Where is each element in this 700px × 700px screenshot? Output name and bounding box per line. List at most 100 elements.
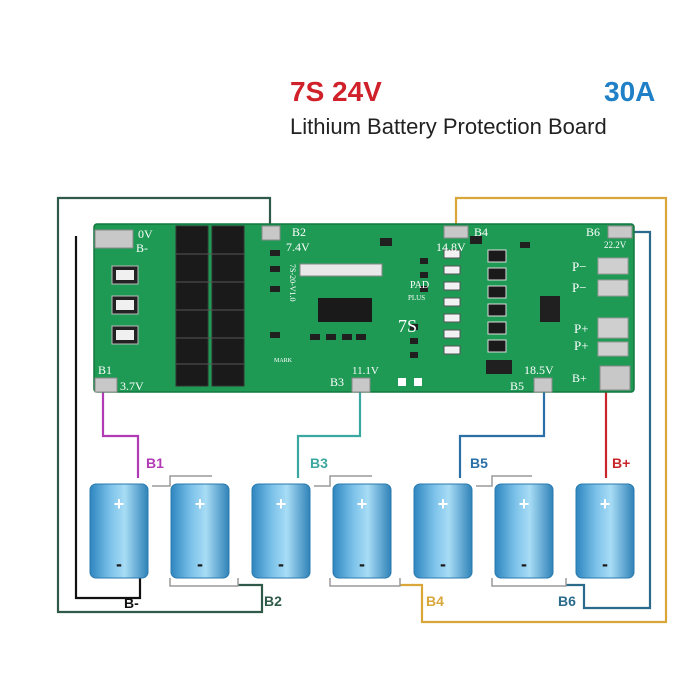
battery-cell-body [170,483,230,579]
wire-label-b5: B5 [470,455,488,471]
pad-b4 [443,225,469,239]
battery-cells: +-+-+-+-+-+-+- [89,483,635,579]
pad-b5-label: B5 [510,379,524,393]
mosfet-dividers [176,253,244,365]
pad-b2 [261,225,281,241]
cell-minus-sign: - [197,554,203,574]
cell-plus-sign: + [276,494,287,514]
wire-label-b3: B3 [310,455,328,471]
pad-b-plus-label: B+ [572,371,587,385]
cell-plus-sign: + [519,494,530,514]
title-model: 7S 24V [290,76,382,107]
battery-cell-body [251,483,311,579]
pad-b6 [607,225,633,239]
pad-b-plus [599,365,631,391]
header-connector [299,263,383,277]
wires [56,196,668,624]
wire-label-b6: B6 [558,593,576,609]
battery-cell: +- [251,483,311,579]
output-p-plus-1: P+ [574,321,589,336]
pad-b2-voltage: 7.4V [286,240,310,254]
battery-cell-body [89,483,149,579]
cell-link [169,578,239,587]
pad-b4-voltage: 14.8V [436,240,466,254]
pad-b2-label: B2 [292,225,306,239]
pad-b1-label: B1 [98,363,112,377]
cell-link [152,475,212,487]
battery-cell-body [332,483,392,579]
battery-cell: +- [170,483,230,579]
marking-pad: PAD [410,280,429,291]
pad-b-minus [94,229,134,249]
marking-plus: PLUS [408,294,425,302]
wire-b2 [56,196,272,614]
protection-board: 0V B- B1 3.7V B2 7.4V B3 11.1V B4 14.8V … [93,223,635,393]
output-p-minus-1: P− [572,259,587,274]
cell-plus-sign: + [438,494,449,514]
battery-cell: +- [575,483,635,579]
battery-cell: +- [413,483,473,579]
cell-minus-sign: - [278,554,284,574]
cell-minus-sign: - [359,554,365,574]
output-p-minus-2: P− [572,280,587,295]
wire-b1 [101,390,140,478]
cell-minus-sign: - [521,554,527,574]
wire-b4 [400,196,668,624]
mosfet-array [175,225,245,387]
wire-label-b-minus: B- [124,595,139,611]
cell-link [476,475,532,487]
pad-p-plus-2 [597,341,629,357]
cell-plus-sign: + [357,494,368,514]
smd-components [270,236,560,374]
balance-resistors [443,249,507,355]
pad-b6-label: B6 [586,225,600,239]
pad-b4-label: B4 [474,225,488,239]
shunt-resistors [111,265,139,345]
wire-b3 [296,392,362,478]
mount-hole [398,378,406,386]
cell-minus-sign: - [116,554,122,574]
pad-b3-voltage: 11.1V [352,365,379,377]
wire-b6 [566,230,652,610]
pad-b1-voltage: 3.7V [120,379,144,393]
cell-plus-sign: + [195,494,206,514]
title-current: 30A [604,76,656,107]
pad-p-minus-1 [597,257,629,275]
protection-ic [318,298,372,322]
wire-b-minus [74,236,142,600]
wire-label-b4: B4 [426,593,444,609]
pad-p-minus-2 [597,279,629,297]
wire-label-b-plus: B+ [612,455,630,471]
wire-label-b2: B2 [264,593,282,609]
wire-b5 [458,392,546,478]
cell-link [314,475,372,487]
pad-b3-label: B3 [330,375,344,389]
cell-minus-sign: - [602,554,608,574]
pad-p-plus-1 [597,317,629,339]
pad-b-minus-label: B- [136,241,148,255]
marking-cells: 7S [398,316,417,336]
cell-link [329,578,401,587]
title-subtitle: Lithium Battery Protection Board [290,114,607,139]
wire-label-b1: B1 [146,455,164,471]
pad-b6-voltage: 22.2V [604,240,627,250]
cell-plus-sign: + [114,494,125,514]
pad-b3 [351,377,371,393]
battery-cell: +- [89,483,149,579]
pad-b-minus-voltage: 0V [138,227,153,241]
marking-mark: MARK [274,358,293,364]
cell-link [491,578,567,587]
battery-cell-body [494,483,554,579]
output-p-plus-2: P+ [574,338,589,353]
pad-b5 [533,377,553,393]
cell-plus-sign: + [600,494,611,514]
battery-cell-body [575,483,635,579]
marking-version: 7S-20-V1.0 [288,264,297,302]
battery-cell-body [413,483,473,579]
cell-minus-sign: - [440,554,446,574]
pad-b1 [94,377,118,393]
battery-cell: +- [332,483,392,579]
pad-b5-voltage: 18.5V [524,363,554,377]
battery-cell: +- [494,483,554,579]
